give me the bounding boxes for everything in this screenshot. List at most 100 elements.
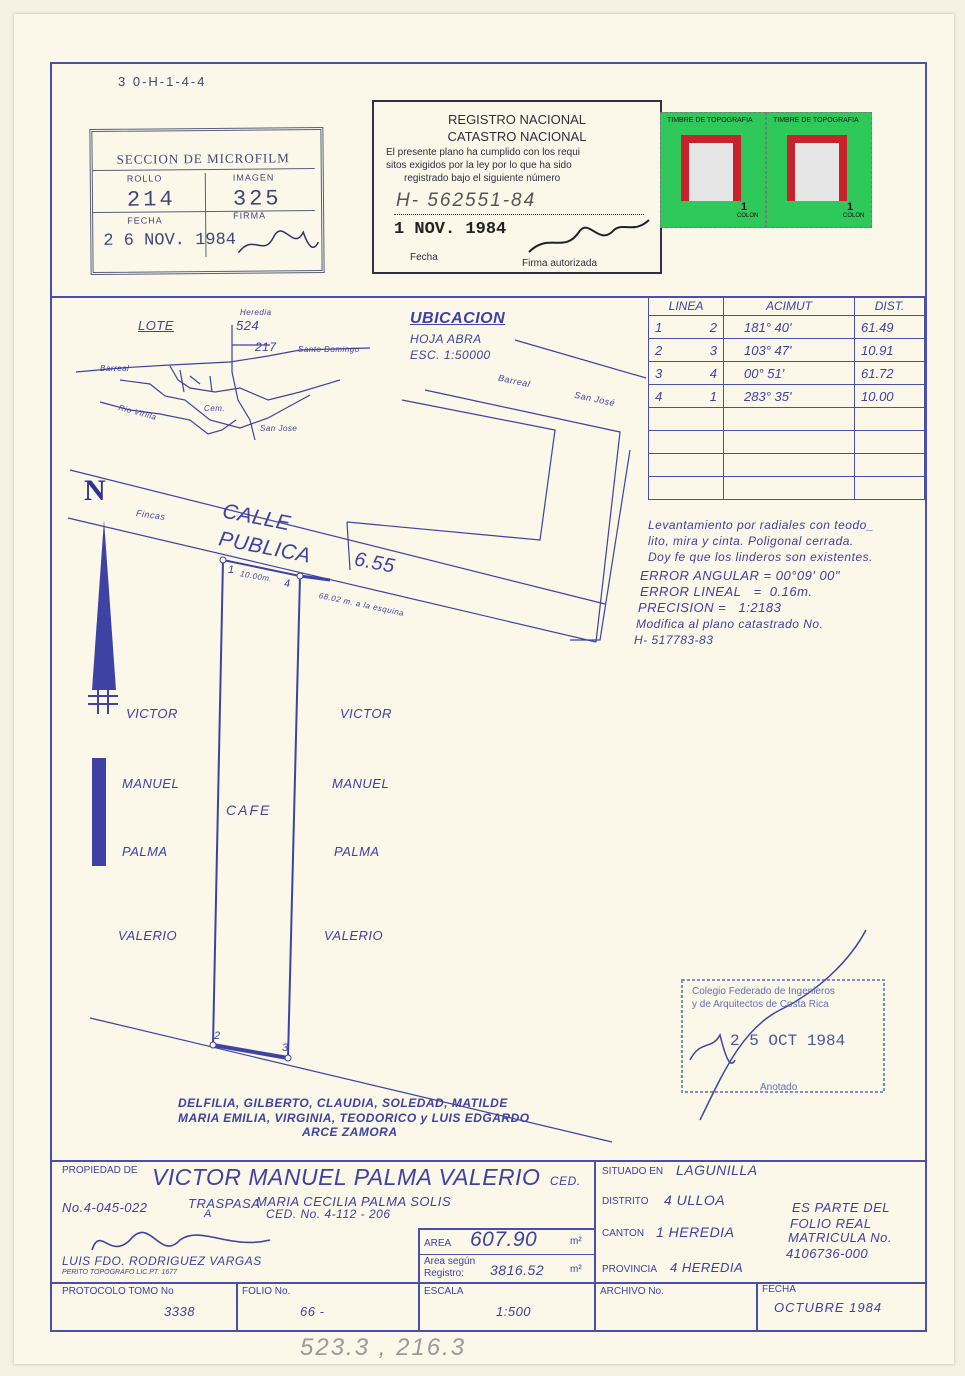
- timbre-1-unit: COLON: [737, 213, 759, 219]
- row-dist: 61.49: [854, 315, 925, 339]
- situado-label: SITUADO EN: [602, 1166, 664, 1177]
- timbre-1-title: TIMBRE DE TOPOGRAFIA: [667, 117, 753, 124]
- note-3: Doy fe que los linderos son existentes.: [648, 550, 873, 564]
- ced-label: CED.: [550, 1174, 581, 1188]
- row-acimut: 103° 47': [723, 338, 855, 362]
- point-2-label: 2: [214, 1030, 221, 1042]
- registro-firma-label: Firma autorizada: [522, 258, 598, 269]
- row-acimut: 283° 35': [723, 384, 855, 408]
- lote-label: LOTE: [138, 318, 174, 333]
- owner-ced: No.4-045-022: [62, 1200, 148, 1215]
- note-5: ERROR LINEAL = 0.16m.: [640, 584, 813, 599]
- line-from: 2: [655, 342, 663, 358]
- left-owner-3: PALMA: [122, 844, 168, 859]
- new-owner: MARIA CECILIA PALMA SOLIS: [256, 1194, 452, 1209]
- line-to: 4: [709, 365, 717, 381]
- paper-sheet: [14, 14, 954, 1364]
- table-row: [648, 430, 925, 454]
- registro-line2: CATASTRO NACIONAL: [447, 129, 587, 144]
- left-owner-1: VICTOR: [126, 706, 178, 721]
- archivo-label: ARCHIVO No.: [600, 1286, 664, 1297]
- table-row: 4 1 283° 35' 10.00: [648, 384, 925, 408]
- point-4-label: 4: [284, 578, 291, 590]
- footer-vdivider-main: [594, 1160, 596, 1332]
- header-acimut: ACIMUT: [723, 296, 855, 316]
- microfilm-stamp: SECCION DE MICROFILM ROLLO IMAGEN 214 32…: [89, 126, 325, 276]
- folio-real-1: ES PARTE DEL: [792, 1200, 890, 1215]
- right-owner-3: PALMA: [334, 844, 380, 859]
- ubicacion-title: UBICACION: [410, 310, 506, 327]
- registro-area-unit: m²: [570, 1264, 582, 1275]
- protocolo-label: PROTOCOLO TOMO No: [62, 1286, 174, 1297]
- colegio-anotado: Anotado: [760, 1082, 798, 1093]
- left-owner-2: MANUEL: [122, 776, 180, 791]
- table-row: [648, 476, 925, 500]
- folio-real-2: FOLIO REAL: [790, 1216, 872, 1231]
- folio-real-3: MATRICULA No.: [788, 1230, 893, 1245]
- right-owner-4: VALERIO: [324, 928, 384, 943]
- canton-value: 1 HEREDIA: [656, 1224, 735, 1240]
- canton-label: CANTON: [602, 1228, 645, 1239]
- point-3-label: 3: [282, 1042, 289, 1054]
- cem-label: Cem.: [204, 404, 226, 413]
- propiedad-label: PROPIEDAD DE: [62, 1165, 138, 1176]
- timbre-2-value: 1: [847, 201, 854, 213]
- header-dist: DIST.: [854, 296, 925, 316]
- registro-date: 1 NOV. 1984: [394, 220, 507, 239]
- note-2: lito, mira y cinta. Poligonal cerrada.: [648, 534, 854, 548]
- note-1: Levantamiento por radiales con teodo_: [648, 518, 874, 532]
- area-unit: m²: [570, 1236, 582, 1247]
- footer-top-line: [52, 1160, 926, 1162]
- registro-fecha-label: Fecha: [410, 252, 438, 263]
- document-frame: [50, 62, 927, 1332]
- situado-value: LAGUNILLA: [676, 1162, 758, 1178]
- ubicacion-hoja: HOJA ABRA: [410, 332, 482, 346]
- area-label: AREA: [424, 1238, 452, 1249]
- footer-col1: [236, 1282, 238, 1332]
- registro-area-label: Registro:: [424, 1268, 465, 1279]
- timbre-2-emblem: [787, 135, 847, 201]
- colegio-date: 2 5 OCT 1984: [730, 1032, 846, 1050]
- note-7: Modifica al plano catastrado No.: [636, 617, 824, 631]
- line-from: 1: [655, 319, 663, 335]
- table-row: [648, 453, 925, 477]
- timbres: TIMBRE DE TOPOGRAFIA 1 COLON TIMBRE DE T…: [660, 112, 872, 228]
- line-to: 3: [709, 342, 717, 358]
- row-dist: 10.91: [854, 338, 925, 362]
- timbre-1: TIMBRE DE TOPOGRAFIA 1 COLON: [660, 112, 766, 228]
- escala-label: ESCALA: [424, 1286, 464, 1297]
- registro-line1: REGISTRO NACIONAL: [448, 112, 586, 127]
- header-code: 3 0-H-1-4-4: [118, 74, 207, 89]
- line-to: 1: [709, 388, 717, 404]
- a-label: A: [204, 1208, 212, 1220]
- colegio-line1: Colegio Federado de Ingenieros: [692, 986, 835, 997]
- note-6: PRECISION = 1:2183: [638, 600, 782, 615]
- row-dist: 10.00: [854, 384, 925, 408]
- registro-area-value: 3816.52: [490, 1262, 545, 1278]
- header-divider: [52, 296, 926, 298]
- escala-value: 1:500: [496, 1304, 532, 1319]
- lote-sub: 217: [255, 340, 277, 354]
- area-box-mid: [418, 1254, 594, 1255]
- line-from: 4: [655, 388, 663, 404]
- point-4-marker: [296, 572, 304, 580]
- note-8: H- 517783-83: [634, 633, 714, 647]
- point-3-marker: [284, 1054, 292, 1062]
- owner-name: VICTOR MANUEL PALMA VALERIO: [152, 1164, 541, 1190]
- note-4: ERROR ANGULAR = 00°09' 00": [640, 568, 841, 583]
- folio-value: 66 -: [300, 1304, 325, 1319]
- folio-label: FOLIO No.: [242, 1286, 291, 1297]
- registro-number: H- 562551-84: [396, 190, 537, 211]
- registro-text3: registrado bajo el siguiente número: [404, 173, 561, 184]
- surveyor-signature: [91, 1231, 271, 1251]
- row-acimut: 181° 40': [723, 315, 855, 339]
- footer-bottom-row-line: [52, 1282, 926, 1284]
- new-owner-ced: CED. No. 4-112 - 206: [266, 1207, 391, 1221]
